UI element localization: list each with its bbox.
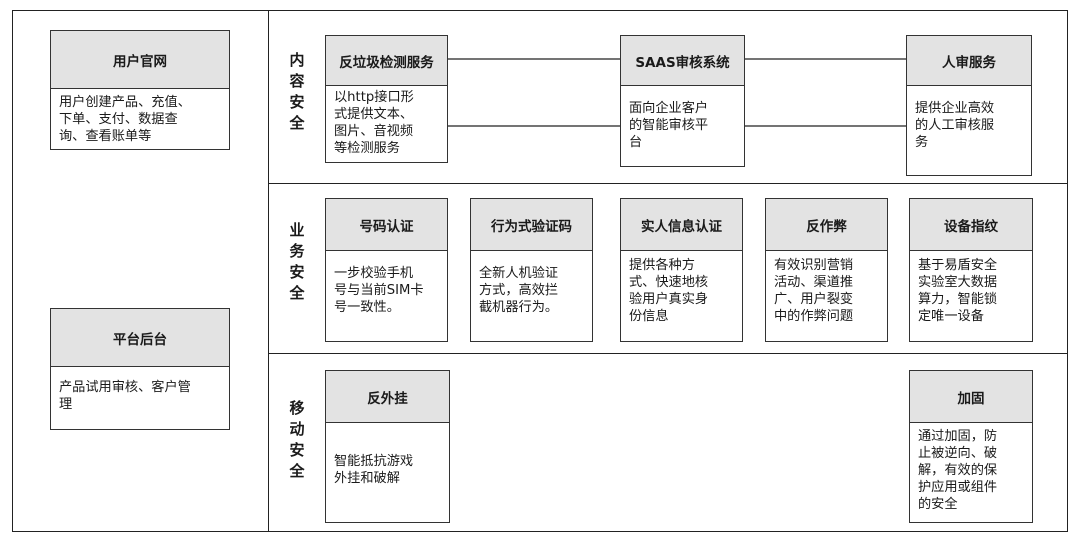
- card-description: 用户创建产品、充值、 下单、支付、数据查 询、查看账单等: [59, 95, 191, 144]
- card-description: 面向企业客户 的智能审核平 台: [629, 101, 709, 150]
- card-description: 基于易盾安全 实验室大数据 算力，智能锁 定唯一设备: [918, 258, 998, 324]
- card-behavior-captcha[interactable]: 行为式验证码 全新人机验证 方式，高效拦 截机器行为。: [470, 198, 593, 342]
- card-anti-fraud[interactable]: 反作弊 有效识别营销 活动、渠道推 广、用户裂变 中的作弊问题: [765, 198, 888, 342]
- card-anti-cheat[interactable]: 反外挂 智能抵抗游戏 外挂和破解: [325, 370, 450, 523]
- card-title: 实人信息认证: [621, 199, 742, 251]
- card-human-review[interactable]: 人审服务 提供企业高效 的人工审核服 务: [906, 35, 1032, 176]
- card-title: 号码认证: [326, 199, 447, 251]
- card-device-fingerprint[interactable]: 设备指纹 基于易盾安全 实验室大数据 算力，智能锁 定唯一设备: [909, 198, 1033, 342]
- card-platform-backend[interactable]: 平台后台 产品试用审核、客户管 理: [50, 308, 230, 430]
- card-description: 有效识别营销 活动、渠道推 广、用户裂变 中的作弊问题: [774, 258, 854, 324]
- card-real-person-auth[interactable]: 实人信息认证 提供各种方 式、快速地核 验用户真实身 份信息: [620, 198, 743, 342]
- card-description: 一步校验手机 号与当前SIM卡 号一致性。: [334, 266, 424, 315]
- card-title: 平台后台: [51, 309, 229, 367]
- card-title: 设备指纹: [910, 199, 1032, 251]
- card-title: 反外挂: [326, 371, 449, 423]
- card-title: 行为式验证码: [471, 199, 592, 251]
- card-description: 提供各种方 式、快速地核 验用户真实身 份信息: [629, 258, 709, 324]
- section-label-mobile-security: 移 动 安 全: [289, 399, 305, 480]
- card-title: SAAS审核系统: [621, 36, 744, 86]
- card-number-auth[interactable]: 号码认证 一步校验手机 号与当前SIM卡 号一致性。: [325, 198, 448, 342]
- card-title: 人审服务: [907, 36, 1031, 86]
- card-description: 全新人机验证 方式，高效拦 截机器行为。: [479, 266, 559, 315]
- card-anti-spam[interactable]: 反垃圾检测服务 以http接口形 式提供文本、 图片、音视频 等检测服务: [325, 35, 448, 163]
- section-label-content-security: 内 容 安 全: [289, 51, 305, 132]
- card-user-website[interactable]: 用户官网 用户创建产品、充值、 下单、支付、数据查 询、查看账单等: [50, 30, 230, 150]
- card-saas-review[interactable]: SAAS审核系统 面向企业客户 的智能审核平 台: [620, 35, 745, 167]
- card-description: 通过加固，防 止被逆向、破 解，有效的保 护应用或组件 的安全: [918, 429, 998, 512]
- card-description: 以http接口形 式提供文本、 图片、音视频 等检测服务: [334, 90, 414, 156]
- card-description: 产品试用审核、客户管 理: [59, 380, 191, 412]
- card-description: 智能抵抗游戏 外挂和破解: [334, 454, 414, 486]
- card-title: 反垃圾检测服务: [326, 36, 447, 86]
- card-title: 用户官网: [51, 31, 229, 89]
- card-hardening[interactable]: 加固 通过加固，防 止被逆向、破 解，有效的保 护应用或组件 的安全: [909, 370, 1033, 523]
- section-label-business-security: 业 务 安 全: [289, 221, 305, 302]
- card-title: 加固: [910, 371, 1032, 423]
- card-title: 反作弊: [766, 199, 887, 251]
- card-description: 提供企业高效 的人工审核服 务: [915, 101, 995, 150]
